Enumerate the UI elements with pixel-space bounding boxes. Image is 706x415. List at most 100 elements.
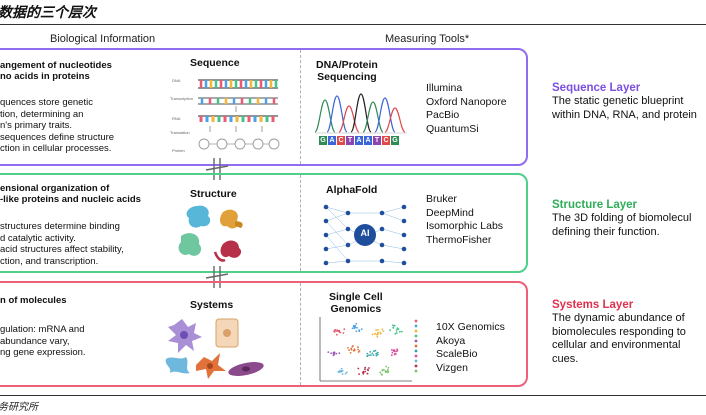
- vendor-10x-genomics: 10X Genomics: [436, 321, 505, 333]
- cell-dot: [357, 351, 360, 353]
- cell-dot: [345, 371, 348, 374]
- cell-dot: [386, 369, 389, 371]
- cluster-legend-swatch: [414, 349, 418, 353]
- cell-dot: [390, 354, 393, 357]
- cell-dot: [348, 349, 350, 351]
- cell-dot: [351, 346, 354, 348]
- cell-dot: [366, 372, 369, 375]
- page-title: 数据的三个层次: [0, 5, 96, 21]
- panel-divider: [300, 283, 302, 385]
- dna-letter-tile: T: [373, 136, 381, 145]
- neural-network-icon: [323, 204, 407, 266]
- systems-heading: n of molecules: [0, 295, 67, 306]
- cell-dot: [341, 373, 344, 375]
- cell-dot: [377, 329, 379, 331]
- cluster-legend-swatch: [414, 319, 418, 323]
- svg-text:Translation: Translation: [170, 130, 190, 135]
- cell-dot: [350, 347, 352, 350]
- dna-letter-tile: C: [382, 136, 390, 145]
- dna-letter-tile: T: [346, 136, 354, 145]
- systems-panel-label: Systems: [190, 299, 234, 311]
- cell-dot: [393, 353, 396, 356]
- cell-dot: [381, 369, 384, 372]
- cell-dot: [340, 367, 343, 370]
- ai-label: AI: [360, 228, 370, 238]
- vendor-vizgen: Vizgen: [436, 361, 468, 374]
- vendor-oxford-nanopore: Oxford Nanopore: [426, 95, 507, 108]
- sequence-layer-title: Sequence Layer: [552, 82, 641, 94]
- umap-cluster-plot: [319, 317, 418, 382]
- cells-illustration: [165, 318, 264, 379]
- cell-dot: [393, 324, 396, 327]
- cell-dot: [381, 328, 384, 331]
- cell-dot: [338, 329, 341, 332]
- layer-connector: [205, 266, 229, 288]
- cell-dot: [335, 352, 338, 355]
- cluster-legend-swatch: [414, 339, 418, 343]
- dna-letter-tile: C: [337, 136, 345, 145]
- vendor-illumina: Illumina: [426, 82, 463, 94]
- cell-dot: [390, 349, 393, 351]
- cell-dot: [372, 354, 375, 356]
- cell-dot: [371, 333, 374, 336]
- cell-dot: [364, 366, 367, 369]
- cell-dot: [332, 352, 335, 355]
- cell-dot: [357, 348, 359, 351]
- cluster-legend-swatch: [414, 324, 418, 328]
- cluster-legend-swatch: [414, 329, 418, 333]
- vendor-akoya: Akoya: [436, 334, 466, 347]
- cell-dot: [368, 367, 370, 369]
- cell-dot: [355, 330, 358, 333]
- cluster-legend-swatch: [414, 344, 418, 348]
- protein-structures-illustration: [178, 205, 243, 262]
- cell-dot: [395, 332, 398, 334]
- panel-divider: [300, 175, 302, 271]
- cell-dot: [396, 328, 398, 330]
- title-rule: [0, 24, 706, 25]
- cell-dot: [364, 368, 366, 370]
- cell-dot: [396, 348, 398, 351]
- cell-dot: [370, 354, 372, 356]
- structure-heading: ensional organization of-like proteins a…: [0, 183, 141, 205]
- cell-dot: [360, 328, 363, 331]
- cell-dot: [342, 332, 345, 334]
- cell-dot: [340, 371, 342, 373]
- sequencing-chromatogram: [315, 93, 407, 134]
- cell-dot: [376, 353, 379, 356]
- cell-dot: [391, 351, 394, 354]
- sequencing-vendor-list: Illumina Oxford Nanopore PacBio QuantumS…: [426, 82, 507, 136]
- cell-dot: [381, 374, 383, 376]
- cell-dot: [343, 328, 346, 331]
- structure-vendor-list: Bruker DeepMind Isomorphic Labs ThermoFi…: [426, 193, 503, 247]
- cell-dot: [379, 331, 382, 334]
- cluster-legend-swatch: [414, 369, 418, 373]
- cell-dot: [395, 330, 398, 332]
- cell-dot: [327, 351, 330, 353]
- cell-dot: [375, 329, 377, 331]
- cell-dot: [374, 332, 376, 335]
- cell-dot: [392, 326, 395, 329]
- cell-dot: [358, 373, 360, 375]
- dna-letter-tile: A: [355, 136, 363, 145]
- cell-dot: [379, 371, 382, 374]
- cell-dot: [395, 350, 398, 353]
- cell-dot: [357, 367, 360, 370]
- cell-dot: [382, 330, 385, 332]
- source-footer: 务研究所: [0, 402, 38, 413]
- cell-dot: [349, 352, 352, 354]
- cell-dot: [387, 370, 390, 373]
- cell-dot: [375, 354, 378, 357]
- cell-dot: [375, 352, 378, 355]
- dna-letter-tile: A: [364, 136, 372, 145]
- cell-dot: [338, 352, 341, 355]
- footer-rule: [0, 395, 706, 396]
- cell-dot: [371, 352, 374, 355]
- cell-dot: [364, 370, 367, 373]
